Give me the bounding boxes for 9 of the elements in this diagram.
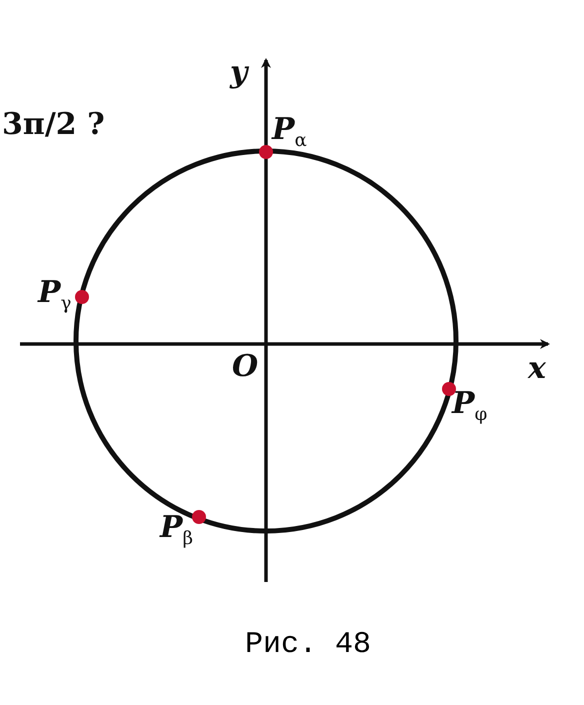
axis-label: y xyxy=(230,58,248,88)
fraction-text: 3π/2 ? xyxy=(2,110,105,140)
point-label: P$_{γ}$ xyxy=(38,278,72,313)
origin-label: O xyxy=(232,352,258,382)
axis-label: x xyxy=(528,354,546,384)
point-label: P$_{φ}$ xyxy=(452,389,488,424)
point-label: P$_{α}$ xyxy=(272,115,307,150)
point-label: P$_{β}$ xyxy=(160,513,193,548)
figure-caption: Рис. 48 xyxy=(245,628,372,662)
